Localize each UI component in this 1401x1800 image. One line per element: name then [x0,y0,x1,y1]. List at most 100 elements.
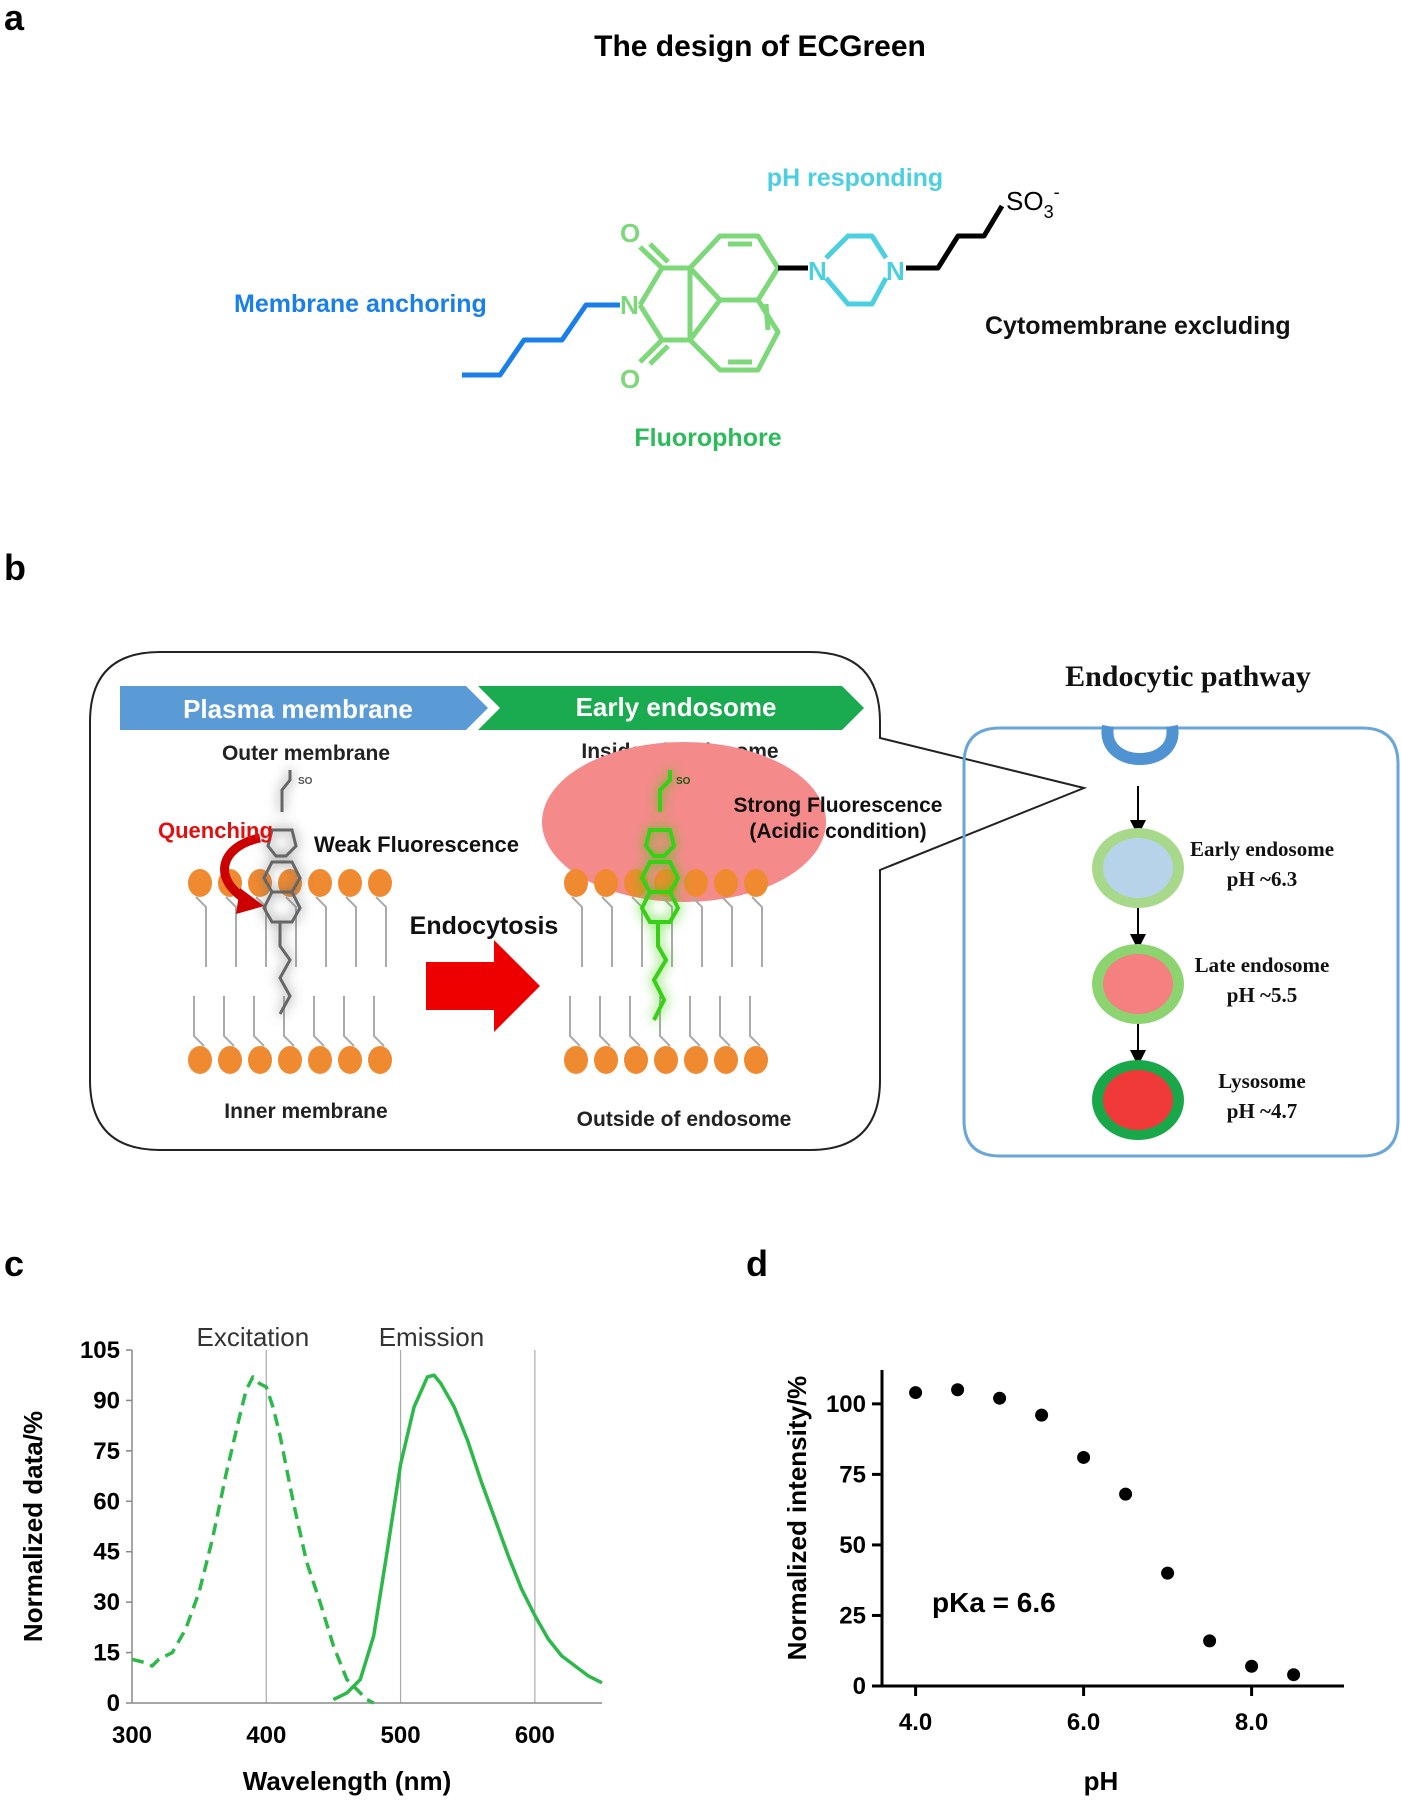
outside-endosome-label: Outside of endosome [577,1108,792,1131]
panel-c-letter: c [4,1243,24,1284]
lipid-tail [571,896,583,967]
excitation-annotation: Excitation [196,1322,309,1352]
endosome-lumen-bubble [542,742,826,902]
data-point [1245,1659,1259,1673]
panel-a: a The design of ECGreen O O N [4,0,1291,452]
stage-ph: pH ~6.3 [1227,867,1297,891]
lipid-tail [599,996,611,1047]
x-tick-label: 4.0 [899,1709,932,1736]
x-tick-label: 300 [112,1722,152,1749]
y-tick-label: 105 [80,1337,120,1364]
x-tick-label: 400 [246,1722,286,1749]
lipid-head-outer [368,869,392,897]
lipid-head-inner [684,1046,708,1074]
label-fluorophore: Fluorophore [634,424,781,452]
lipid-head-inner [248,1046,272,1074]
quenching-label: Quenching [158,818,273,843]
y-tick-label: 45 [93,1539,120,1566]
data-point [1119,1487,1133,1501]
lipid-tail [569,996,581,1047]
y-tick-label: 75 [839,1461,866,1488]
quenching-arrowhead [236,888,264,914]
lipid-tail [223,996,235,1047]
endocytosis-arrow [426,940,540,1032]
stage-name: Late endosome [1195,953,1330,977]
data-point [951,1383,965,1397]
y-tick-label: 50 [839,1532,866,1559]
lipid-head-inner [744,1046,768,1074]
lipid-head-inner [188,1046,212,1074]
data-point [1077,1450,1091,1464]
lipid-head-inner [654,1046,678,1074]
stage-ph: pH ~5.5 [1227,983,1297,1007]
plasma-membrane-label: Plasma membrane [183,694,413,724]
oxygen-bottom-atom: O [620,364,640,394]
lipid-head-inner [368,1046,392,1074]
lipid-head-inner [278,1046,302,1074]
panel-b-letter: b [4,547,26,588]
data-point [1035,1408,1049,1422]
label-ph-responding: pH responding [767,164,943,192]
oxygen-top-atom: O [620,218,640,248]
x-tick-label: 500 [381,1722,421,1749]
stage-ph: pH ~4.7 [1227,1099,1297,1123]
lipid-tail [343,996,355,1047]
y-axis-label: Normalized intensity/% [782,1376,812,1661]
endocytosis-label: Endocytosis [410,912,559,940]
stage-core [1103,838,1173,898]
callout-box [89,651,1088,1151]
stage-name: Early endosome [1190,837,1334,861]
inner-membrane-label: Inner membrane [224,1100,387,1123]
panel-a-letter: a [4,0,25,38]
plasma-membrane-banner [120,686,488,730]
lipid-head-inner [714,1046,738,1074]
lipid-head-inner [308,1046,332,1074]
lipid-head-outer [338,869,362,897]
lipid-head-inner [594,1046,618,1074]
acidic-condition-label: (Acidic condition) [749,820,926,843]
x-axis-label: Wavelength (nm) [243,1766,451,1796]
endocytic-pathway-title: Endocytic pathway [1065,660,1311,693]
lipid-head-outer [684,869,708,897]
lipid-tail [601,896,613,967]
label-cytomembrane-excluding: Cytomembrane excluding [985,312,1291,340]
y-tick-label: 30 [93,1589,120,1616]
data-point [993,1391,1007,1405]
weak-fluorescence-label: Weak Fluorescence [314,832,519,857]
imide-nitrogen-atom: N [620,290,639,320]
fluorescent-probe-molecule [639,770,681,1021]
lipid-tail [719,996,731,1047]
x-axis-label: pH [1084,1766,1119,1796]
strong-fluorescence-label: Strong Fluorescence [734,794,943,817]
piperazine-n1-atom: N [808,256,827,286]
lipid-head-outer [594,869,618,897]
lipid-head-outer [744,869,768,897]
lipid-tail [195,896,207,967]
right-sulfonate-mini: SO [676,776,691,787]
lipid-tail [749,996,761,1047]
x-tick-label: 8.0 [1235,1709,1268,1736]
data-point [1203,1634,1217,1648]
lipid-tail [285,896,297,967]
lipid-tail [313,996,325,1047]
lipid-head-inner [564,1046,588,1074]
lipid-tail [253,996,265,1047]
data-point [1287,1668,1301,1682]
lipid-head-outer [564,869,588,897]
lipid-tail [373,996,385,1047]
lipid-head-outer [188,869,212,897]
emission-annotation: Emission [379,1322,484,1352]
x-tick-label: 6.0 [1067,1709,1100,1736]
piperazine-ring [824,233,889,307]
x-tick-label: 600 [515,1722,555,1749]
pka-annotation: pKa = 6.6 [932,1587,1056,1618]
lipid-tail [661,896,673,967]
sulfonate-group: SO3- [1006,182,1060,222]
y-tick-label: 15 [93,1640,120,1667]
emission-series-line [332,1373,603,1702]
y-tick-label: 100 [826,1391,866,1418]
lipid-head-outer [308,869,332,897]
